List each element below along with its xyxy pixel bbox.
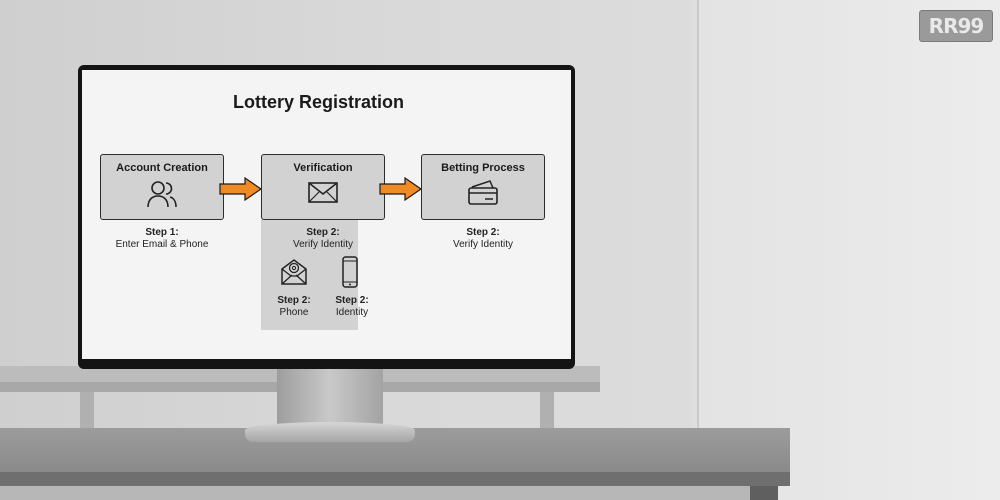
verification-substeps-panel xyxy=(261,220,358,330)
step-description: Enter Email & Phone xyxy=(115,239,209,250)
step-number: Step 2: xyxy=(306,227,340,238)
flow-arrow xyxy=(219,177,263,201)
background-desk-leg xyxy=(80,392,94,432)
credit-card-icon xyxy=(468,180,498,205)
background-desk-leg xyxy=(540,392,554,432)
substep-caption: Step 2: Identity xyxy=(330,295,374,319)
step-description: Verify Identity xyxy=(292,239,354,250)
flow-arrow xyxy=(379,177,423,201)
step-caption: Step 2: Verify Identity xyxy=(421,227,545,251)
wall-corner xyxy=(697,0,699,430)
step-number: Step 1: xyxy=(145,227,179,238)
step-number: Step 2: xyxy=(277,295,311,306)
mail-at-icon xyxy=(281,259,307,285)
desk-front-edge xyxy=(0,472,790,486)
brand-logo: RR99 xyxy=(919,10,993,42)
step-description: Identity xyxy=(335,307,369,318)
desk-leg xyxy=(750,486,778,500)
step-box-label: Verification xyxy=(293,162,353,174)
step-number: Step 2: xyxy=(466,227,500,238)
step-box-account-creation: Account Creation xyxy=(100,154,224,220)
step-caption: Step 1: Enter Email & Phone xyxy=(100,227,224,251)
diagram-title: Lottery Registration xyxy=(233,92,405,112)
envelope-icon xyxy=(308,182,338,203)
step-box-label: Account Creation xyxy=(116,162,208,174)
logo-text: RR99 xyxy=(928,14,985,38)
monitor-stand-neck xyxy=(277,368,383,430)
step-caption: Step 2: Verify Identity xyxy=(261,227,385,251)
step-description: Verify Identity xyxy=(452,239,514,250)
monitor-screen: Lottery Registration Account Creation Ve… xyxy=(82,70,571,359)
substep-caption: Step 2: Phone xyxy=(272,295,316,319)
step-box-verification: Verification xyxy=(261,154,385,220)
step-box-label: Betting Process xyxy=(441,162,525,174)
smartphone-icon xyxy=(342,256,358,288)
monitor-stand-base xyxy=(245,422,415,442)
users-icon xyxy=(147,181,177,208)
step-description: Phone xyxy=(279,307,309,318)
step-box-betting-process: Betting Process xyxy=(421,154,545,220)
desk-shadow xyxy=(0,486,760,500)
step-number: Step 2: xyxy=(335,295,369,306)
